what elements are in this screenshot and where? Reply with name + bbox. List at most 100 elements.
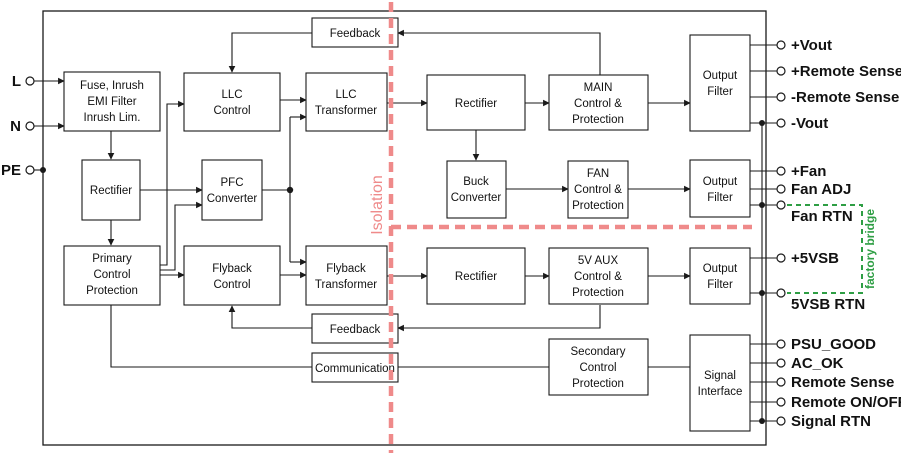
output-terminals: +Vout +Remote Sense -Remote Sense -Vout … [776,37,901,430]
return-junction-dot [759,418,765,424]
feedback-top-label: Feedback [330,28,381,40]
buck-line-2: Converter [451,192,502,204]
block-signal-interface: Signal Interface [689,334,751,432]
block-feedback-top: Feedback [311,17,399,48]
fuse-line-2: EMI Filter [87,96,136,108]
factory-bridge: factory bridge [787,204,877,294]
block-llc-control: LLC Control [183,72,281,132]
l-terminal [25,76,35,86]
fan-pos-label: +Fan [791,163,826,180]
block-main-control: MAIN Control & Protection [548,74,649,131]
secondary-control-line-3: Protection [572,378,624,390]
flyback-control-line-2: Control [213,279,250,291]
secondary-control-line-2: Control [579,362,616,374]
fan-control-line-3: Protection [572,200,624,212]
llc-transformer-line-2: Transformer [315,105,377,117]
block-flyback-transformer: Flyback Transformer [305,245,388,306]
output-filter-fan-line-1: Output [703,176,738,188]
output-filter-aux-line-2: Filter [707,279,733,291]
block-output-filter-main: Output Filter [689,34,751,132]
main-control-line-3: Protection [572,114,624,126]
vout-pos-label: +Vout [791,37,832,54]
vsb-rtn-label: 5VSB RTN [791,296,865,313]
signal-interface-line-1: Signal [704,370,736,382]
block-feedback-bottom: Feedback [311,313,399,344]
flyback-transformer-line-2: Transformer [315,279,377,291]
pfc-line-1: PFC [221,177,244,189]
llc-transformer-line-1: LLC [335,89,356,101]
enclosure-frame [42,10,767,446]
ac-ok-label: AC_OK [791,355,844,372]
buck-line-1: Buck [463,176,489,188]
aux-control-line-2: Control & [574,271,622,283]
output-filter-main-line-1: Output [703,70,738,82]
rectifier-aux-label: Rectifier [455,271,497,283]
block-output-filter-aux: Output Filter [689,247,751,305]
fan-rtn-label: Fan RTN [791,208,853,225]
n-terminal [25,121,35,131]
output-filter-main-line-2: Filter [707,86,733,98]
fan-control-line-1: FAN [587,168,609,180]
main-control-line-1: MAIN [584,82,613,94]
llc-control-line-1: LLC [221,89,242,101]
block-rectifier-main: Rectifier [426,74,526,131]
output-filter-fan-line-2: Filter [707,192,733,204]
pe-label: PE [1,162,21,179]
aux-control-line-1: 5V AUX [578,255,619,267]
remote-sense-pos-label: +Remote Sense [791,63,901,80]
block-output-filter-fan: Output Filter [689,159,751,218]
signal-rtn-label: Signal RTN [791,413,871,430]
block-rectifier-primary: Rectifier [81,159,141,221]
remote-on-off-label: Remote ON/OFF [791,394,901,411]
remote-sense-label: Remote Sense [791,374,894,391]
l-label: L [12,73,21,90]
block-buck-converter: Buck Converter [446,160,507,219]
junction-dot [286,186,294,194]
main-control-line-2: Control & [574,98,622,110]
fuse-line-1: Fuse, Inrush [80,80,144,92]
psu-good-label: PSU_GOOD [791,336,876,353]
block-secondary-control: Secondary Control Protection [548,338,649,396]
rectifier-primary-label: Rectifier [90,185,132,197]
secondary-control-line-1: Secondary [571,346,626,358]
communication-label: Communication [315,363,395,375]
signal-interface-line-2: Interface [698,386,743,398]
rectifier-main-label: Rectifier [455,98,497,110]
flyback-transformer-line-1: Flyback [326,263,366,275]
pe-junction-dot [40,167,46,173]
fuse-line-3: Inrush Lim. [84,112,141,124]
return-junction-dot [759,290,765,296]
isolation-barrier: Isolation [369,2,752,453]
factory-bridge-label: factory bridge [863,209,877,289]
output-filter-aux-line-1: Output [703,263,738,275]
vsb-label: +5VSB [791,250,839,267]
block-fuse-emi-filter: Fuse, Inrush EMI Filter Inrush Lim. [63,71,161,132]
aux-control-line-3: Protection [572,287,624,299]
fan-adj-label: Fan ADJ [791,181,851,198]
block-llc-transformer: LLC Transformer [305,72,388,132]
flyback-control-line-1: Flyback [212,263,252,275]
return-junction-dot [759,120,765,126]
n-label: N [10,118,21,135]
block-rectifier-aux: Rectifier [426,247,526,305]
feedback-bottom-label: Feedback [330,324,381,336]
pfc-line-2: Converter [207,193,258,205]
llc-control-line-2: Control [213,105,250,117]
pe-terminal [25,165,35,175]
primary-control-line-1: Primary [92,253,132,265]
primary-control-line-3: Protection [86,285,138,297]
block-communication: Communication [311,352,399,383]
remote-sense-neg-label: -Remote Sense [791,89,899,106]
vout-neg-label: -Vout [791,115,828,132]
fan-control-line-2: Control & [574,184,622,196]
block-aux-control: 5V AUX Control & Protection [548,247,649,305]
block-primary-control: Primary Control Protection [63,245,161,306]
isolation-label: Isolation [369,175,386,235]
block-fan-control: FAN Control & Protection [567,160,629,219]
block-pfc-converter: PFC Converter [201,159,263,221]
return-junction-dot [759,202,765,208]
primary-control-line-2: Control [93,269,130,281]
block-flyback-control: Flyback Control [183,245,281,306]
input-terminals: L N PE [1,73,35,179]
